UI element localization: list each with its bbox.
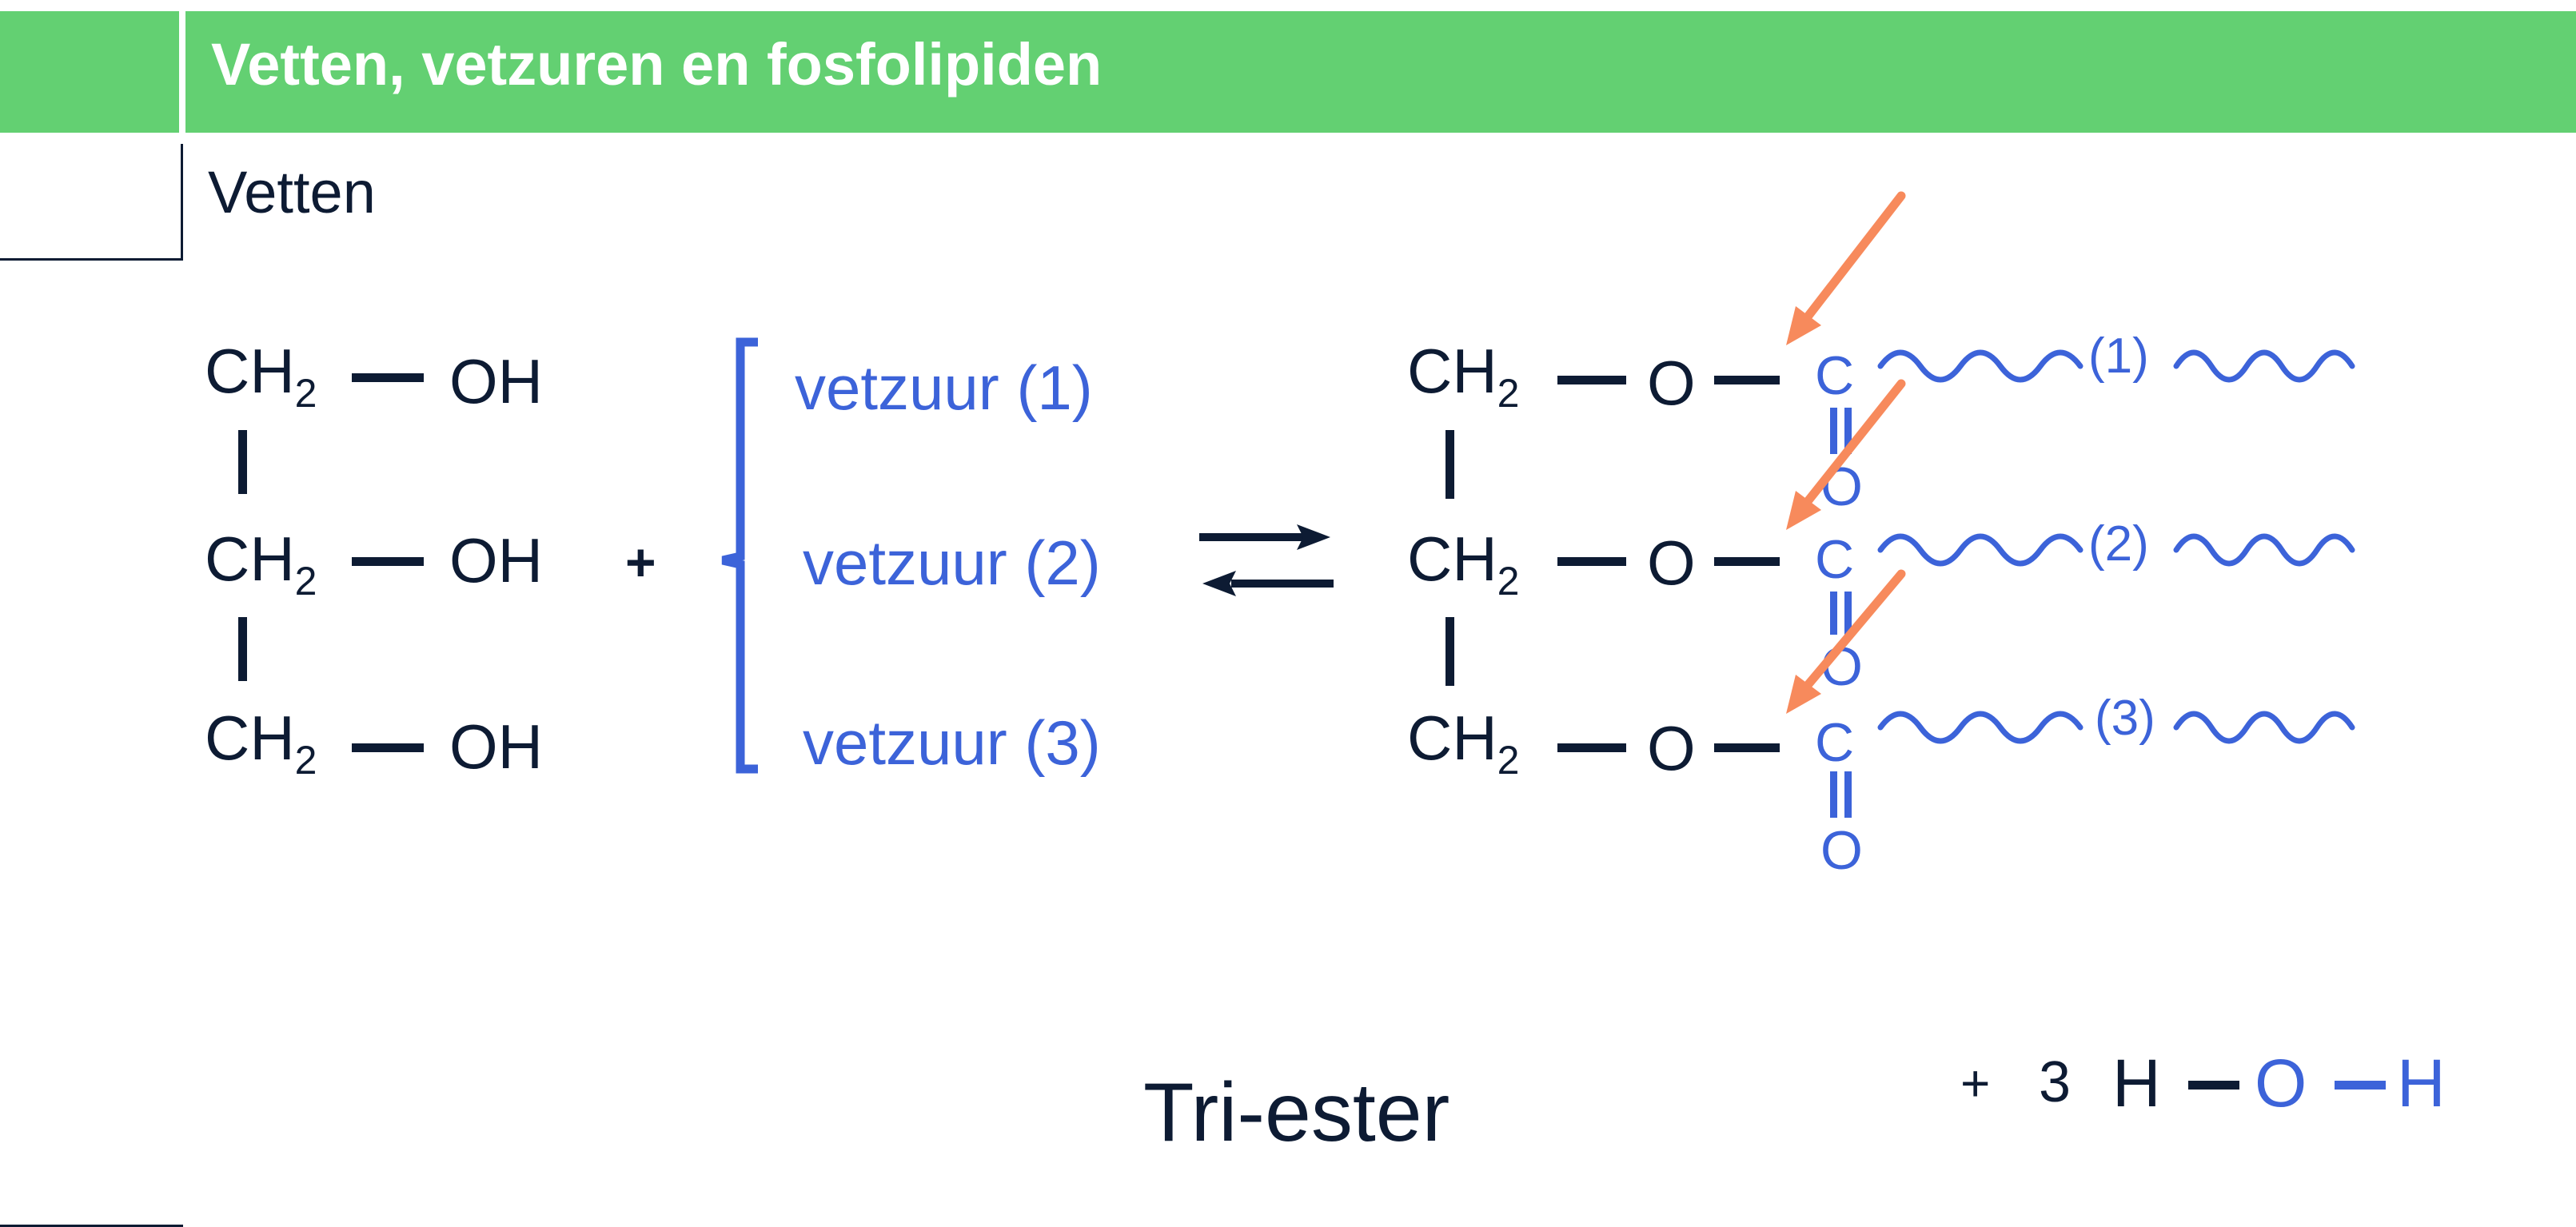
ester-bond-o-c-2 [1714,557,1780,566]
water-count: 3 [2039,1050,2072,1114]
ester-bond-o-c-3 [1714,743,1780,752]
fatty-acid-1: vetzuur (1) [795,353,1093,423]
fatty-acid-bracket [721,337,758,774]
equilibrium-arrows-icon [1199,524,1334,596]
ester-bond-ch2-o-2 [1557,557,1626,566]
carbonyl-bond-3b [1844,771,1852,818]
carbonyl-bond-2a [1830,592,1837,635]
fatty-acid-2: vetzuur (2) [803,528,1101,598]
chain-wave-1b [2173,349,2355,383]
chain-label-1: (1) [2088,329,2149,384]
ester-o-1: O [1647,348,1696,418]
chain-wave-2a [1877,533,2084,567]
water-o: O [2255,1046,2307,1121]
plus-sign: + [625,532,656,592]
glycerol-oh-1: OH [449,346,543,416]
chain-wave-3a [1877,711,2084,744]
fatty-acid-3: vetzuur (3) [803,707,1101,778]
title-banner [0,11,2576,133]
glycerol-vbond-2 [238,617,247,681]
ester-o-3: O [1647,713,1696,783]
glycerol-bond-1 [352,373,424,382]
ester-c-1: C [1815,345,1855,406]
glycerol-oh-2: OH [449,525,543,596]
ester-bond-o-c-1 [1714,376,1780,384]
ester-c-2: C [1815,529,1855,590]
glycerol-oh-3: OH [449,711,543,782]
chain-label-2: (2) [2088,516,2149,572]
carbonyl-bond-1a [1830,408,1837,454]
glycerol-bond-3 [352,743,424,752]
carbonyl-bond-2b [1844,592,1852,635]
ester-ch2-2: CH2 [1407,524,1520,604]
chain-wave-3b [2173,711,2355,744]
pointer-arrow-2 [1804,379,1906,505]
glycerol-bond-2 [352,557,424,566]
ester-c-3: C [1815,712,1855,773]
carbonyl-o-3: O [1820,820,1863,881]
water-h-right: H [2397,1046,2446,1121]
chain-wave-2b [2173,533,2355,567]
water-bond-left [2188,1081,2239,1090]
ester-bond-ch2-o-3 [1557,743,1626,752]
corner-line-horizontal [0,258,183,261]
ester-bond-ch2-o-1 [1557,376,1626,384]
ester-vbond-2 [1446,617,1454,686]
ester-o-2: O [1647,528,1696,598]
ester-vbond-1 [1446,430,1454,499]
carbonyl-bond-1b [1844,408,1852,454]
carbonyl-bond-3a [1830,771,1837,818]
tri-ester-caption: Tri-ester [1143,1066,1450,1159]
section-subtitle: Vetten [208,159,376,225]
slide-title: Vetten, vetzuren en fosfolipiden [211,31,1103,98]
glycerol-ch2-3: CH2 [205,703,317,783]
ester-ch2-1: CH2 [1407,336,1520,416]
ester-ch2-3: CH2 [1407,703,1520,783]
chain-wave-1a [1877,349,2084,383]
water-h-left: H [2112,1046,2161,1121]
chain-label-3: (3) [2095,691,2155,746]
glycerol-vbond-1 [238,430,247,494]
pointer-arrow-3 [1804,569,1906,689]
carbonyl-o-1: O [1820,456,1863,517]
glycerol-ch2-1: CH2 [205,336,317,416]
byproduct-plus: + [1960,1054,1991,1112]
water-bond-right [2335,1081,2386,1090]
banner-divider [179,11,185,133]
corner-line-vertical [181,144,183,261]
glycerol-ch2-2: CH2 [205,524,317,604]
pointer-arrow-1 [1804,191,1906,321]
footer-line [0,1225,183,1227]
